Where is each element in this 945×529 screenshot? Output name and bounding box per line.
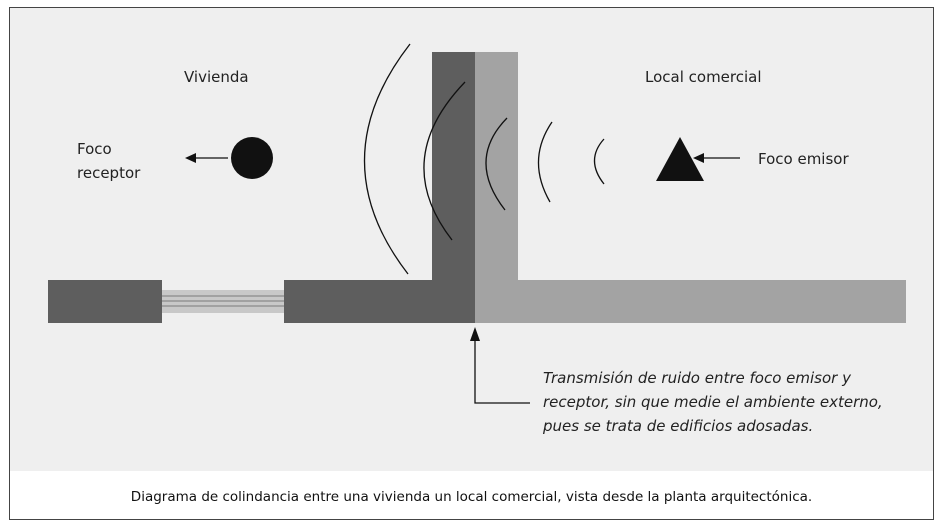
receptor-arrow — [185, 153, 228, 163]
figure-caption: Diagrama de colindancia entre una vivien… — [130, 489, 813, 505]
wave-arc-4 — [423, 81, 466, 241]
foco-emisor-triangle — [656, 137, 704, 181]
vivienda-party-wall — [432, 52, 475, 280]
sound-waves — [363, 43, 605, 275]
emisor-arrow — [693, 153, 740, 163]
wave-arc-5 — [363, 43, 411, 275]
wave-arc-3 — [485, 117, 508, 211]
vivienda-wall-left — [48, 280, 162, 323]
label-local-comercial: Local comercial — [645, 68, 762, 86]
label-vivienda: Vivienda — [184, 68, 249, 86]
note-line-1: Transmisión de ruido entre foco emisor y — [543, 369, 852, 387]
label-foco-receptor-line1: Foco — [77, 140, 112, 158]
window — [162, 290, 284, 313]
annotation-arrow — [470, 327, 530, 404]
note-line-3: pues se trata de edificios adosadas. — [542, 417, 813, 435]
local-party-wall — [475, 52, 518, 323]
note-line-2: receptor, sin que medie el ambiente exte… — [543, 393, 883, 411]
label-foco-receptor-line2: receptor — [77, 164, 141, 182]
local-wall — [518, 280, 906, 323]
wave-arc-1 — [593, 138, 605, 185]
label-foco-emisor: Foco emisor — [758, 150, 849, 168]
foco-receptor-circle — [231, 137, 273, 179]
wave-arc-2 — [537, 121, 553, 203]
vivienda-wall-right — [284, 280, 475, 323]
